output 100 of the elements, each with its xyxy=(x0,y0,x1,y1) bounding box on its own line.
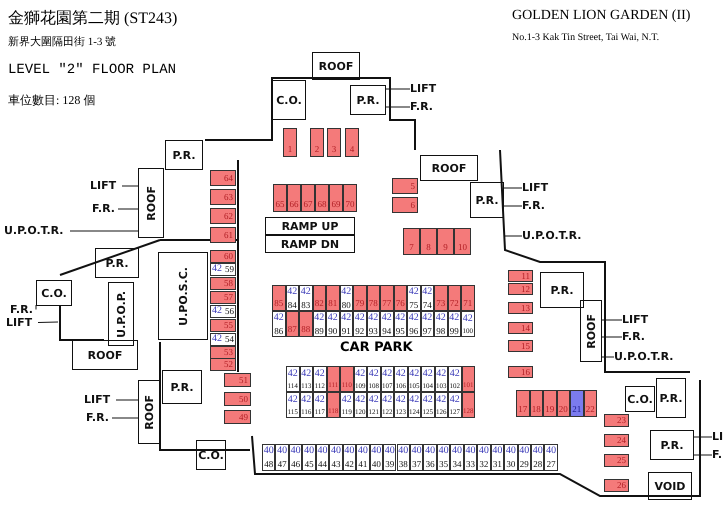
room-label: ROOF xyxy=(584,314,598,348)
space-number: 15 xyxy=(521,342,530,350)
price-label: 42 xyxy=(368,394,379,404)
space-number: 74 xyxy=(422,300,432,310)
room-outline xyxy=(580,300,602,362)
parking-space xyxy=(345,128,359,157)
parking-space xyxy=(275,444,289,471)
space-number: 94 xyxy=(382,326,392,336)
space-number: 77 xyxy=(382,299,392,308)
space-number: 78 xyxy=(368,299,378,308)
space-number: 22 xyxy=(586,405,595,414)
parking-space xyxy=(224,392,251,406)
space-number: 60 xyxy=(224,252,233,261)
parking-space xyxy=(448,392,462,418)
room-outline xyxy=(650,430,694,460)
parking-space xyxy=(461,285,474,311)
space-number: 20 xyxy=(558,405,568,414)
price-label: 42 xyxy=(341,312,352,322)
room-outline xyxy=(350,85,386,115)
address-text: No.1-3 Kak Tin Street, Tai Wai, N.T. xyxy=(512,32,660,43)
room-outline xyxy=(648,472,692,500)
parking-space xyxy=(408,392,421,418)
leader-line xyxy=(386,106,410,108)
room-label: ROOF xyxy=(142,394,156,430)
space-number: 51 xyxy=(239,376,248,384)
parking-space xyxy=(299,285,312,311)
price-label: 42 xyxy=(396,368,406,378)
price-label: 40 xyxy=(330,446,341,456)
parking-space xyxy=(326,285,340,311)
parking-space xyxy=(353,311,366,337)
price-label: 42 xyxy=(287,286,298,296)
area-label: CAR PARK xyxy=(340,340,413,355)
space-number: 79 xyxy=(355,299,364,308)
room-label: P.R. xyxy=(659,392,683,404)
parking-space xyxy=(224,410,251,424)
space-number: 84 xyxy=(288,300,297,310)
parking-space xyxy=(300,366,313,392)
leader-label: LIFT xyxy=(410,82,442,96)
parking-space xyxy=(283,128,297,157)
space-number: 58 xyxy=(224,278,233,288)
price-label: 42 xyxy=(354,312,365,322)
space-number: 97 xyxy=(422,326,432,336)
price-label: 42 xyxy=(436,368,446,378)
price-label: 42 xyxy=(382,368,392,378)
room-label: ROOF xyxy=(88,348,122,362)
space-number: 99 xyxy=(450,326,459,336)
price-label: 42 xyxy=(408,312,419,322)
price-label: 42 xyxy=(422,312,432,322)
space-number: 6 xyxy=(410,200,415,210)
leader-label: LIFT xyxy=(522,181,554,195)
room-label: C.O. xyxy=(627,392,653,406)
parking-space xyxy=(436,444,450,471)
room-label: P.R. xyxy=(105,256,129,270)
price-label: 40 xyxy=(290,446,301,456)
price-label: 42 xyxy=(341,286,352,296)
room-outline xyxy=(625,386,655,412)
room-label: P.R. xyxy=(475,194,499,206)
price-label: 40 xyxy=(506,446,516,456)
parking-space xyxy=(340,311,353,337)
price-label: 42 xyxy=(409,394,420,404)
parking-space xyxy=(392,178,418,194)
price-label: 40 xyxy=(318,446,328,456)
parking-space xyxy=(288,444,302,471)
parking-space xyxy=(340,285,353,311)
title: 金獅花園第二期 (ST243) xyxy=(8,8,178,29)
parking-space xyxy=(420,311,434,337)
parking-space xyxy=(370,444,384,471)
space-number: 45 xyxy=(304,460,314,469)
parking-space xyxy=(420,285,434,311)
price-label: 42 xyxy=(300,286,311,296)
price-label: 40 xyxy=(546,446,556,456)
space-number: 9 xyxy=(443,243,448,252)
room-outline xyxy=(312,52,360,80)
space-number: 75 xyxy=(409,300,418,310)
parking-space xyxy=(210,263,236,276)
price-label: 42 xyxy=(462,314,473,324)
space-number: 30 xyxy=(506,460,516,469)
room-outline xyxy=(420,155,478,181)
parking-space xyxy=(273,184,287,212)
space-number: 55 xyxy=(224,320,233,330)
parking-space xyxy=(396,444,410,471)
price-label: 42 xyxy=(408,286,419,296)
room-label: P.R. xyxy=(356,94,380,106)
parking-space xyxy=(380,311,394,337)
space-number: 37 xyxy=(412,460,422,469)
parking-space xyxy=(508,283,533,295)
space-number: 98 xyxy=(436,326,446,336)
price-label: 42 xyxy=(314,368,325,378)
parking-space xyxy=(353,285,366,311)
parking-space xyxy=(477,444,491,471)
parking-space xyxy=(544,444,558,471)
price-label: 42 xyxy=(274,312,284,322)
room-label: P.R. xyxy=(660,438,684,452)
parking-space xyxy=(423,444,437,471)
parking-space xyxy=(286,366,300,392)
price-label: 40 xyxy=(384,446,395,456)
leader-label: U.P.O.T.R. xyxy=(522,229,588,243)
parking-space xyxy=(543,390,556,417)
leader-label: F.R. xyxy=(86,411,112,425)
leader-line xyxy=(694,454,712,456)
